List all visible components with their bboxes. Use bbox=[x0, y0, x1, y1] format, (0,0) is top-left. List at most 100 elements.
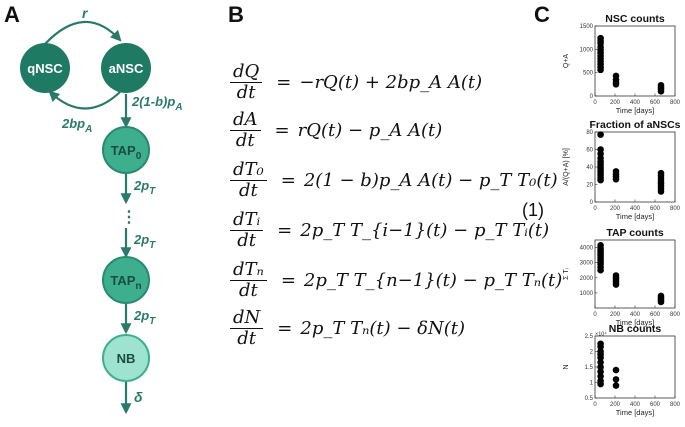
y-tick-label: 2 bbox=[590, 350, 594, 356]
y-tick-label: 0 bbox=[590, 200, 594, 206]
y-exponent-label: ×10⁴ bbox=[595, 331, 607, 338]
equation-denominator: dt bbox=[239, 280, 258, 302]
y-tick-label: 1 bbox=[590, 381, 594, 387]
data-point bbox=[597, 380, 604, 388]
y-tick-label: 20 bbox=[586, 183, 593, 189]
x-tick-label: 600 bbox=[650, 312, 661, 318]
equals-sign: = bbox=[276, 72, 292, 94]
node-tap0-main: TAP bbox=[111, 143, 136, 158]
x-tick-label: 400 bbox=[630, 206, 641, 212]
x-tick-label: 200 bbox=[610, 312, 621, 318]
chart-title: NSC counts bbox=[605, 13, 665, 25]
chart-title: TAP counts bbox=[606, 227, 664, 239]
edge-tap0-next-label: 2pT bbox=[133, 178, 156, 197]
x-tick-label: 200 bbox=[610, 100, 621, 106]
data-point bbox=[597, 368, 604, 375]
equals-sign: = bbox=[280, 170, 296, 192]
data-point bbox=[597, 354, 604, 362]
data-point bbox=[597, 373, 604, 380]
panel-label-a: A bbox=[4, 2, 20, 27]
fraction-bar bbox=[230, 130, 261, 132]
edge-r-label: r bbox=[82, 5, 89, 21]
equals-sign: = bbox=[277, 318, 293, 340]
x-axis-label: Time [days] bbox=[616, 408, 654, 417]
panel-label-b: B bbox=[228, 2, 244, 27]
x-tick-label: 400 bbox=[630, 402, 641, 408]
edge-tapn-nb-label: 2pT bbox=[133, 308, 156, 327]
y-tick-label: 1000 bbox=[580, 291, 594, 297]
equation-numerator: dTₙ bbox=[233, 259, 264, 280]
equation-denominator: dt bbox=[236, 82, 256, 104]
data-point bbox=[597, 359, 604, 366]
data-point bbox=[597, 176, 604, 184]
fraction-bar bbox=[230, 180, 267, 182]
node-tap0 bbox=[102, 126, 150, 174]
x-tick-label: 800 bbox=[670, 206, 681, 212]
edge-tap0-next-main: 2p bbox=[133, 178, 149, 193]
x-tick-label: 800 bbox=[670, 100, 681, 106]
x-tick-label: 0 bbox=[593, 402, 597, 408]
x-tick-label: 400 bbox=[630, 312, 641, 318]
edge-tapn-nb-main: 2p bbox=[133, 308, 149, 323]
edge-ansc-tap0-main: 2(1-b)p bbox=[131, 94, 175, 109]
ellipsis-vertical: ⋮ bbox=[121, 209, 137, 226]
node-tap0-label: TAP0 bbox=[111, 143, 142, 162]
data-point bbox=[597, 343, 604, 351]
data-point bbox=[612, 281, 620, 288]
edge-2bpa-arrow bbox=[48, 90, 121, 110]
fraction-bar bbox=[230, 82, 263, 84]
x-tick-label: 800 bbox=[670, 402, 681, 408]
equation-numerator: dT₀ bbox=[233, 159, 264, 180]
equation-rhs: rQ(t) − p_A A(t) bbox=[297, 120, 443, 142]
y-tick-label: 4000 bbox=[580, 246, 594, 252]
x-tick-label: 0 bbox=[593, 312, 597, 318]
y-tick-label: 2000 bbox=[580, 276, 594, 282]
node-nb-label: NB bbox=[117, 351, 136, 366]
node-tapn-label: TAPn bbox=[110, 273, 141, 292]
data-point bbox=[597, 266, 604, 274]
equation-rhs: −rQ(t) + 2bp_A A(t) bbox=[299, 72, 483, 94]
y-tick-label: 500 bbox=[583, 71, 594, 77]
x-tick-label: 600 bbox=[650, 100, 661, 106]
x-axis-label: Time [days] bbox=[616, 212, 654, 221]
y-tick-label: 0.5 bbox=[585, 396, 594, 402]
x-axis-label: Time [days] bbox=[616, 106, 654, 115]
edge-tapn-nb-sub: T bbox=[149, 316, 156, 327]
y-axis-label: N bbox=[563, 364, 570, 369]
edge-2bpa-sub: A bbox=[84, 124, 92, 135]
equation-numerator: dTᵢ bbox=[233, 209, 261, 230]
node-tap0-sub: 0 bbox=[136, 151, 142, 162]
fraction-bar bbox=[230, 280, 267, 282]
node-tapn bbox=[102, 256, 150, 304]
data-point bbox=[657, 88, 665, 95]
equation-rhs: 2p_T T_{n−1}(t) − p_T Tₙ(t) bbox=[303, 270, 563, 292]
y-tick-label: 1500 bbox=[580, 24, 594, 30]
equation-denominator: dt bbox=[237, 230, 256, 252]
node-ansc bbox=[101, 43, 151, 93]
data-point bbox=[597, 66, 604, 74]
edge-2bpa-main: 2bp bbox=[61, 116, 85, 131]
data-point bbox=[657, 188, 665, 195]
y-tick-label: 1000 bbox=[580, 47, 594, 53]
edge-ellipsis-tapn-main: 2p bbox=[133, 232, 149, 247]
data-point bbox=[612, 175, 620, 183]
equation-numerator: dN bbox=[233, 307, 261, 328]
x-tick-label: 600 bbox=[650, 206, 661, 212]
fraction-bar bbox=[230, 328, 264, 330]
y-tick-label: 80 bbox=[586, 130, 593, 136]
node-tapn-sub: n bbox=[135, 281, 141, 292]
node-nb bbox=[102, 334, 150, 382]
y-tick-label: 2.5 bbox=[585, 334, 594, 340]
edge-ellipsis-tapn-label: 2pT bbox=[133, 232, 156, 251]
